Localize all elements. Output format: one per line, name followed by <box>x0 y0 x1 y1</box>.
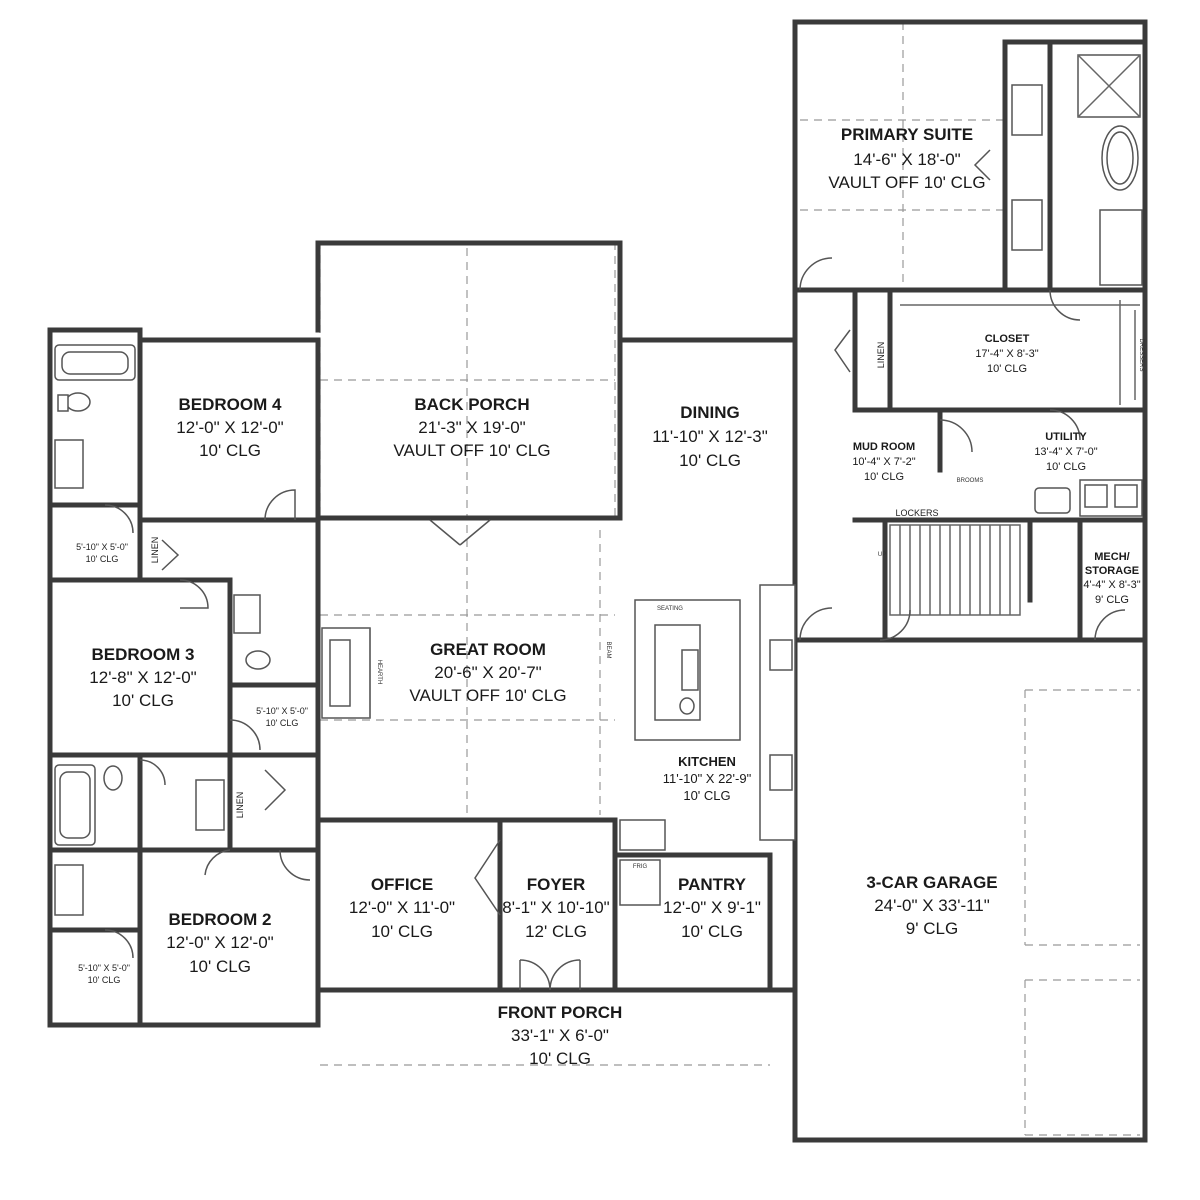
dining-name: DINING <box>680 403 740 422</box>
garage-label: 3-CAR GARAGE 24'-0" X 33'-11" 9' CLG <box>866 873 997 938</box>
utility-name: UTILITY <box>1045 431 1087 443</box>
stairs <box>889 524 1021 616</box>
back-porch-label: BACK PORCH 21'-3" X 19'-0" VAULT OFF 10'… <box>393 395 550 460</box>
bath-b-size: 5'-10" X 5'-0" <box>256 706 308 716</box>
office-name: OFFICE <box>371 875 433 894</box>
mud-room-name: MUD ROOM <box>853 441 915 453</box>
kitchen-size: 11'-10" X 22'-9" <box>663 771 752 786</box>
bedroom2-ceiling: 10' CLG <box>189 957 251 976</box>
brooms-label: BROOMS <box>957 478 984 484</box>
garage-size: 24'-0" X 33'-11" <box>874 896 990 915</box>
mech-ceiling: 9' CLG <box>1095 594 1129 606</box>
mud-room-size: 10'-4" X 7'-2" <box>852 456 915 468</box>
bedroom4-name: BEDROOM 4 <box>179 395 283 414</box>
pantry-name: PANTRY <box>678 875 747 894</box>
bedroom4-size: 12'-0" X 12'-0" <box>176 418 283 437</box>
stairs-up-label: UP <box>878 552 886 558</box>
dining-label: DINING 11'-10" X 12'-3" 10' CLG <box>652 403 768 470</box>
garage-ceiling: 9' CLG <box>906 919 958 938</box>
office-label: OFFICE 12'-0" X 11'-0" 10' CLG <box>349 875 455 941</box>
pantry-size: 12'-0" X 9'-1" <box>663 898 761 917</box>
mech-storage-label: MECH/ STORAGE 4'-4" X 8'-3" 9' CLG <box>1083 551 1140 606</box>
back-porch-ceiling: VAULT OFF 10' CLG <box>393 441 550 460</box>
garage-name: 3-CAR GARAGE <box>866 873 997 892</box>
front-porch-label: FRONT PORCH 33'-1" X 6'-0" 10' CLG <box>498 1003 623 1068</box>
great-room-size: 20'-6" X 20'-7" <box>434 663 541 682</box>
bath-a-label: 5'-10" X 5'-0" 10' CLG <box>76 542 128 564</box>
mech-name-line2: STORAGE <box>1085 565 1139 577</box>
bath-b-ceiling: 10' CLG <box>266 718 299 728</box>
bedroom2-name: BEDROOM 2 <box>169 910 272 929</box>
mud-room-ceiling: 10' CLG <box>864 471 904 483</box>
front-porch-ceiling: 10' CLG <box>529 1049 591 1068</box>
front-porch-name: FRONT PORCH <box>498 1003 623 1022</box>
bath-c-label: 5'-10" X 5'-0" 10' CLG <box>78 963 130 985</box>
utility-label: UTILITY 13'-4" X 7'-0" 10' CLG <box>1034 431 1097 473</box>
pantry-ceiling: 10' CLG <box>681 922 743 941</box>
office-size: 12'-0" X 11'-0" <box>349 898 455 917</box>
back-porch-size: 21'-3" X 19'-0" <box>418 418 525 437</box>
hearth-label: HEARTH <box>376 660 382 685</box>
bath-c-size: 5'-10" X 5'-0" <box>78 963 130 973</box>
utility-size: 13'-4" X 7'-0" <box>1034 446 1097 458</box>
dining-size: 11'-10" X 12'-3" <box>652 427 768 446</box>
dashed-guides <box>319 22 1140 1136</box>
bedroom3-name: BEDROOM 3 <box>92 645 195 664</box>
bedroom2-size: 12'-0" X 12'-0" <box>166 933 273 952</box>
primary-suite-size: 14'-6" X 18'-0" <box>853 150 960 169</box>
dining-ceiling: 10' CLG <box>679 451 741 470</box>
mech-name-line1: MECH/ <box>1094 551 1129 563</box>
foyer-size: 8'-1" X 10'-10" <box>502 898 609 917</box>
primary-suite-name: PRIMARY SUITE <box>841 125 973 144</box>
foyer-ceiling: 12' CLG <box>525 922 587 941</box>
great-room-name: GREAT ROOM <box>430 640 546 659</box>
linen-label-2: LINEN <box>235 792 245 819</box>
back-porch-name: BACK PORCH <box>414 395 529 414</box>
linen-label-3: LINEN <box>876 342 886 369</box>
frig-label: FRIG <box>633 864 648 870</box>
bedroom4-label: BEDROOM 4 12'-0" X 12'-0" 10' CLG <box>176 395 283 460</box>
bedroom3-label: BEDROOM 3 12'-8" X 12'-0" 10' CLG <box>89 645 196 710</box>
mud-room-label: MUD ROOM 10'-4" X 7'-2" 10' CLG <box>852 441 915 483</box>
foyer-name: FOYER <box>527 875 586 894</box>
office-ceiling: 10' CLG <box>371 922 433 941</box>
walls <box>47 19 1148 1143</box>
seating-label: SEATING <box>657 606 683 612</box>
bedroom3-ceiling: 10' CLG <box>112 691 174 710</box>
bath-b-label: 5'-10" X 5'-0" 10' CLG <box>256 706 308 728</box>
pantry-label: PANTRY 12'-0" X 9'-1" 10' CLG <box>663 875 761 941</box>
kitchen-ceiling: 10' CLG <box>683 788 730 803</box>
doors <box>104 149 1126 991</box>
lockers-label: LOCKERS <box>895 508 938 518</box>
kitchen-label: KITCHEN 11'-10" X 22'-9" 10' CLG <box>663 754 752 803</box>
great-room-label: GREAT ROOM 20'-6" X 20'-7" VAULT OFF 10'… <box>409 640 566 705</box>
kitchen-name: KITCHEN <box>678 754 736 769</box>
foyer-label: FOYER 8'-1" X 10'-10" 12' CLG <box>502 875 609 941</box>
bedroom3-size: 12'-8" X 12'-0" <box>89 668 196 687</box>
bedroom4-ceiling: 10' CLG <box>199 441 261 460</box>
primary-suite-ceiling: VAULT OFF 10' CLG <box>828 173 985 192</box>
mech-size: 4'-4" X 8'-3" <box>1083 579 1140 591</box>
closet-size: 17'-4" X 8'-3" <box>975 348 1038 360</box>
bath-a-size: 5'-10" X 5'-0" <box>76 542 128 552</box>
primary-suite-label: PRIMARY SUITE 14'-6" X 18'-0" VAULT OFF … <box>828 125 985 192</box>
linen-label-1: LINEN <box>150 537 160 564</box>
fixtures <box>54 54 1143 916</box>
bedroom2-label: BEDROOM 2 12'-0" X 12'-0" 10' CLG <box>166 910 273 976</box>
closet-label: CLOSET 17'-4" X 8'-3" 10' CLG <box>975 333 1038 375</box>
front-porch-size: 33'-1" X 6'-0" <box>511 1026 609 1045</box>
utility-ceiling: 10' CLG <box>1046 461 1086 473</box>
bath-c-ceiling: 10' CLG <box>88 975 121 985</box>
dressers-label: DRESSERS <box>1138 338 1144 371</box>
beam-label: BEAM <box>605 641 611 658</box>
closet-name: CLOSET <box>985 333 1030 345</box>
bath-a-ceiling: 10' CLG <box>86 554 119 564</box>
great-room-ceiling: VAULT OFF 10' CLG <box>409 686 566 705</box>
closet-ceiling: 10' CLG <box>987 363 1027 375</box>
